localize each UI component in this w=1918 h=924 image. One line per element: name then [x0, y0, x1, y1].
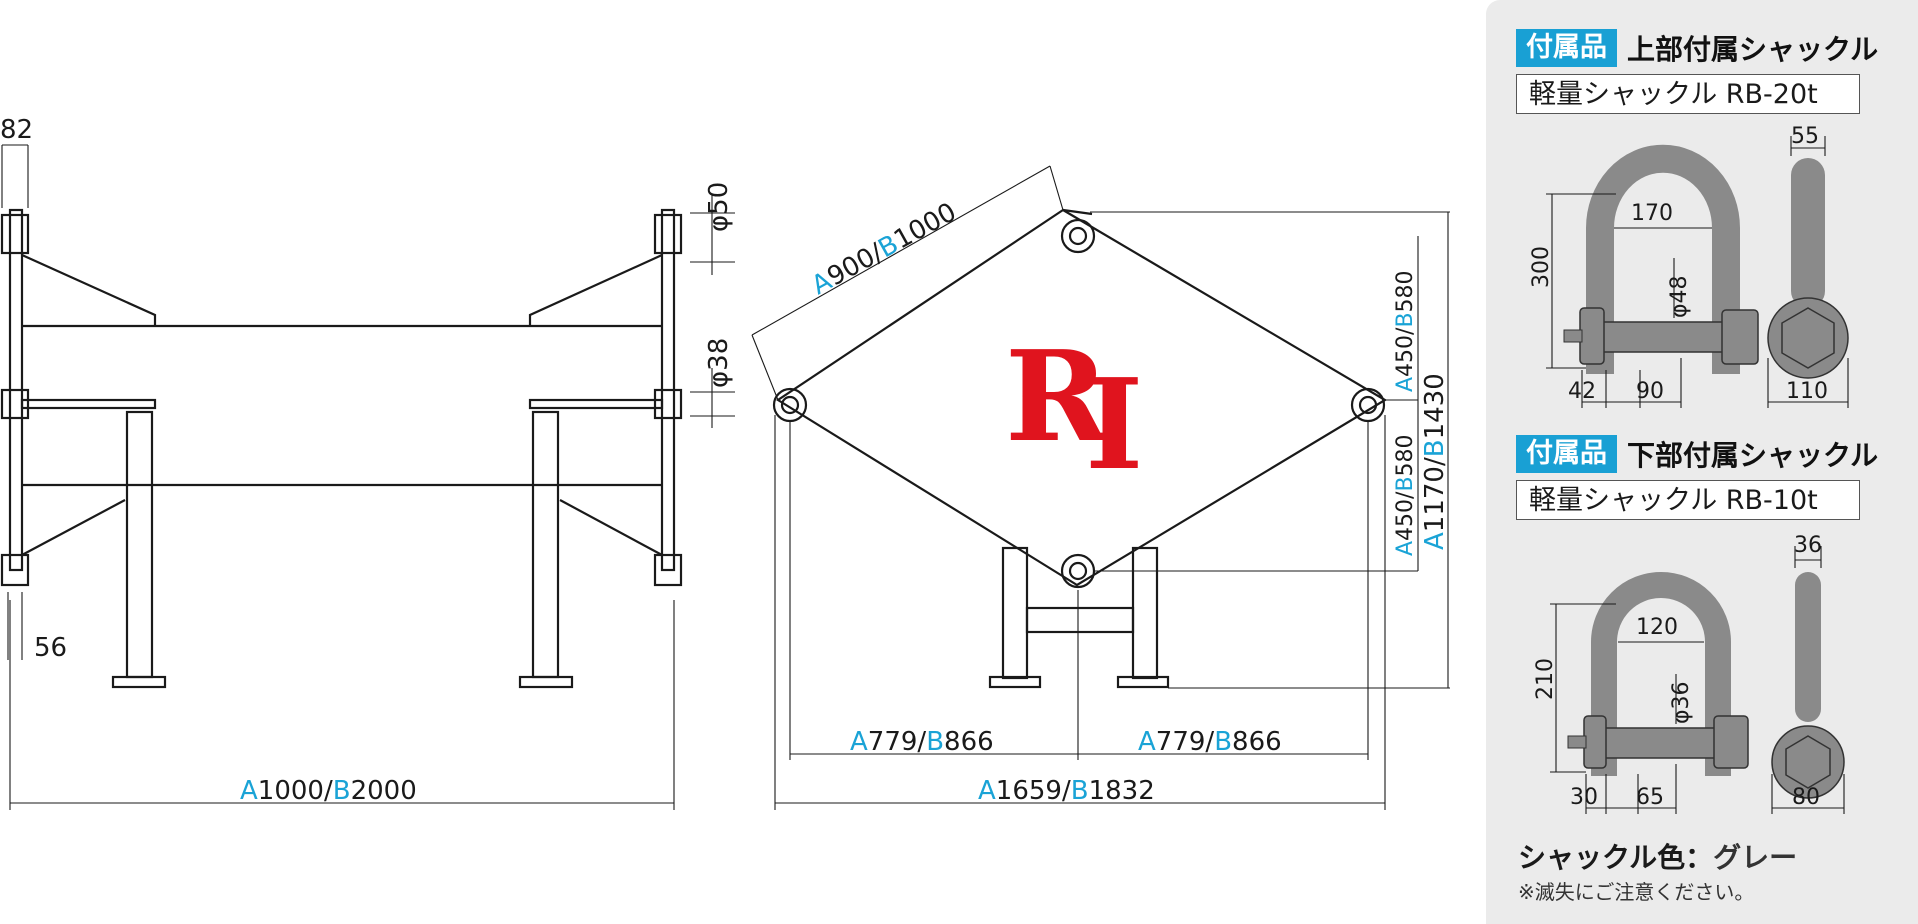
upper-eye: 110: [1786, 379, 1828, 404]
shackle-color-label: シャックル色：: [1518, 841, 1714, 874]
shackle-color: シャックル色：グレー: [1518, 836, 1797, 876]
upper-shackle-drawing: 55 300 170 φ48 42 90 110: [1529, 124, 1849, 408]
lower-pin-width: 36: [1794, 533, 1822, 558]
accessory-tag: 付属品: [1516, 29, 1617, 67]
dim-top-width: 82: [0, 115, 33, 145]
upper-inner: 170: [1631, 201, 1673, 226]
dim-front-total: A1659/B1832: [978, 776, 1155, 806]
upper-pin-width: 55: [1791, 124, 1819, 149]
lower-title: 下部付属シャックル: [1627, 439, 1879, 472]
dim-vert-lower: A450/B580: [1393, 434, 1418, 556]
loss-note: ※滅失にご注意ください。: [1518, 880, 1755, 904]
dim-vert-total: A1170/B1430: [1420, 373, 1450, 550]
accessory-panel: 付属品 上部付属シャックル 軽量シャックル RB-20t 55 300 170 …: [1486, 0, 1918, 924]
dim-vert-upper: A450/B580: [1393, 270, 1418, 392]
logo-i: I: [1085, 352, 1143, 498]
upper-nut: 42: [1568, 379, 1596, 404]
dim-diagonal: A900/B1000: [807, 197, 962, 301]
lower-header: 付属品 下部付属シャックル: [1516, 434, 1878, 474]
lower-span: 65: [1636, 785, 1664, 810]
shackle-color-value: グレー: [1713, 841, 1798, 874]
upper-header: 付属品 上部付属シャックル: [1516, 28, 1878, 68]
accessory-tag: 付属品: [1516, 435, 1617, 473]
upper-title: 上部付属シャックル: [1627, 33, 1879, 66]
dim-overall-length: A1000/B2000: [240, 776, 417, 806]
front-view: R I A900/B1000 A450/B580 A450/B580 A1170…: [751, 165, 1450, 810]
lower-nut: 30: [1570, 785, 1598, 810]
lower-pin-diameter: φ36: [1669, 681, 1694, 724]
lower-eye: 80: [1792, 785, 1820, 810]
upper-height: 300: [1529, 246, 1554, 288]
lower-inner: 120: [1636, 615, 1678, 640]
logo-r: R: [1005, 324, 1110, 470]
dim-hole-top: φ50: [704, 182, 734, 232]
side-view: 82 56 A1000/B2000 φ50 φ38: [0, 115, 735, 810]
upper-span: 90: [1636, 379, 1664, 404]
upper-pin-diameter: φ48: [1667, 275, 1692, 318]
dim-bottom-width: 56: [34, 633, 67, 663]
dim-half-right: A779/B866: [1138, 727, 1282, 757]
upper-model: 軽量シャックル RB-20t: [1516, 74, 1860, 114]
dim-hole-mid: φ38: [704, 338, 734, 388]
lower-shackle-drawing: 36 210 120 φ36 30 65 80: [1533, 533, 1845, 814]
lower-height: 210: [1533, 658, 1558, 700]
lower-model: 軽量シャックル RB-10t: [1516, 480, 1860, 520]
dim-half-left: A779/B866: [850, 727, 994, 757]
